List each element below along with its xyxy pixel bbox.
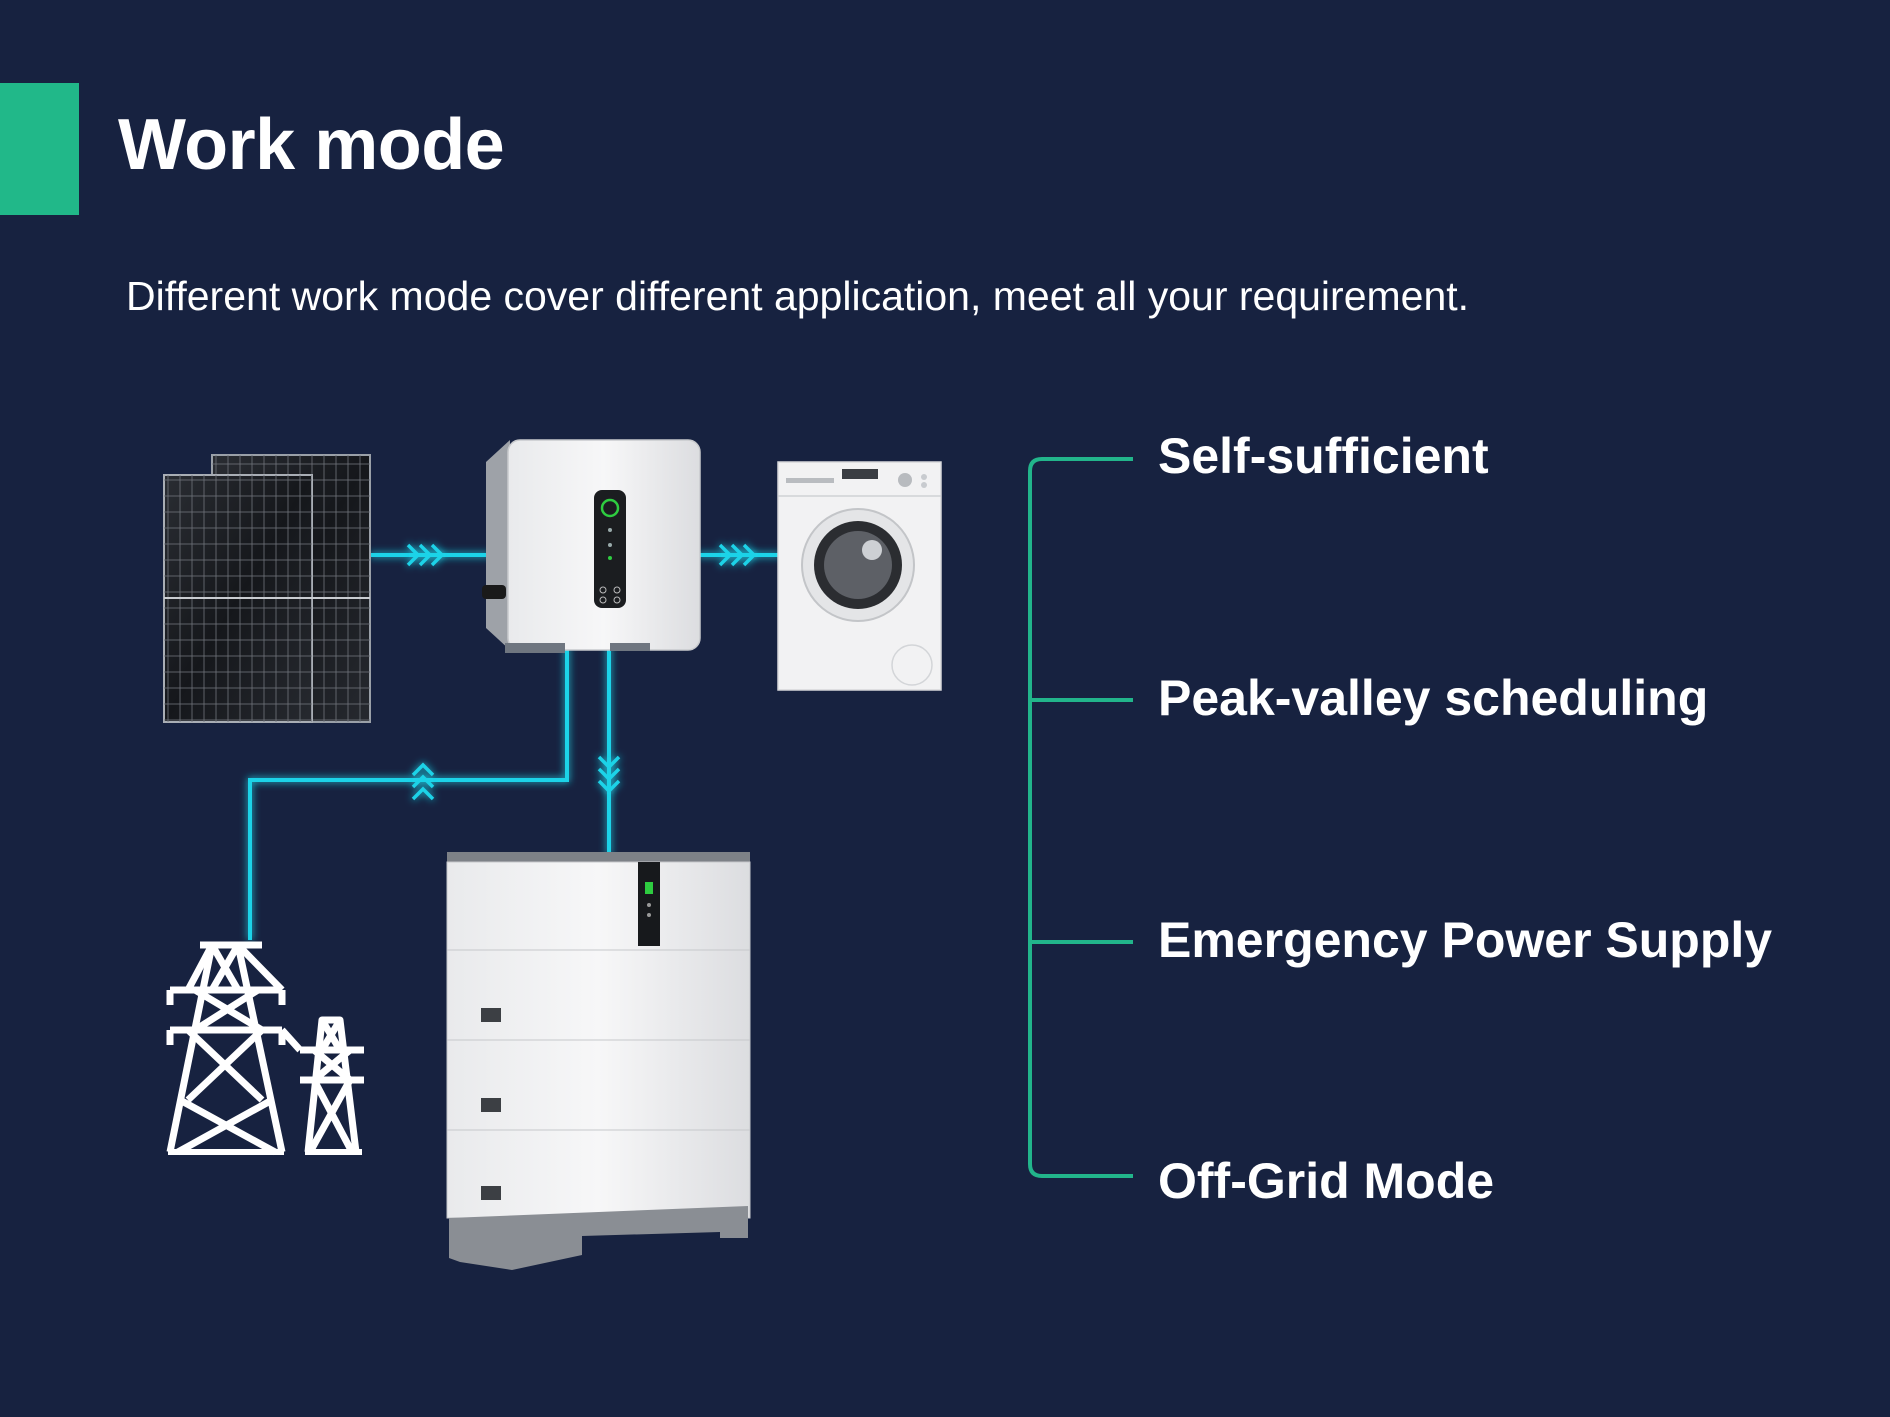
mode-self-sufficient: Self-sufficient — [1158, 428, 1489, 484]
flow-arrows — [406, 543, 757, 801]
mode-peak-valley-scheduling: Peak-valley scheduling — [1158, 670, 1709, 726]
solar-panels-icon — [163, 454, 371, 723]
hybrid-inverter-icon — [482, 439, 701, 653]
flow-grid-to-inverter — [248, 645, 569, 940]
mode-emergency-power-supply: Emergency Power Supply — [1158, 912, 1773, 968]
modes-bracket — [1028, 457, 1133, 1178]
flow-lines — [248, 553, 780, 940]
page-title: Work mode — [118, 105, 505, 185]
page-subtitle: Different work mode cover different appl… — [126, 273, 1470, 319]
power-grid-towers-icon — [166, 941, 364, 1156]
title-accent-bar — [0, 83, 79, 215]
washing-machine-icon — [777, 461, 942, 691]
arrow-up-grid — [411, 762, 435, 801]
arrow-down-battery — [597, 755, 621, 794]
battery-stack-icon — [446, 852, 751, 1270]
mode-off-grid: Off-Grid Mode — [1158, 1153, 1495, 1209]
arrow-right-load — [718, 543, 757, 567]
arrow-right-solar — [406, 543, 445, 567]
